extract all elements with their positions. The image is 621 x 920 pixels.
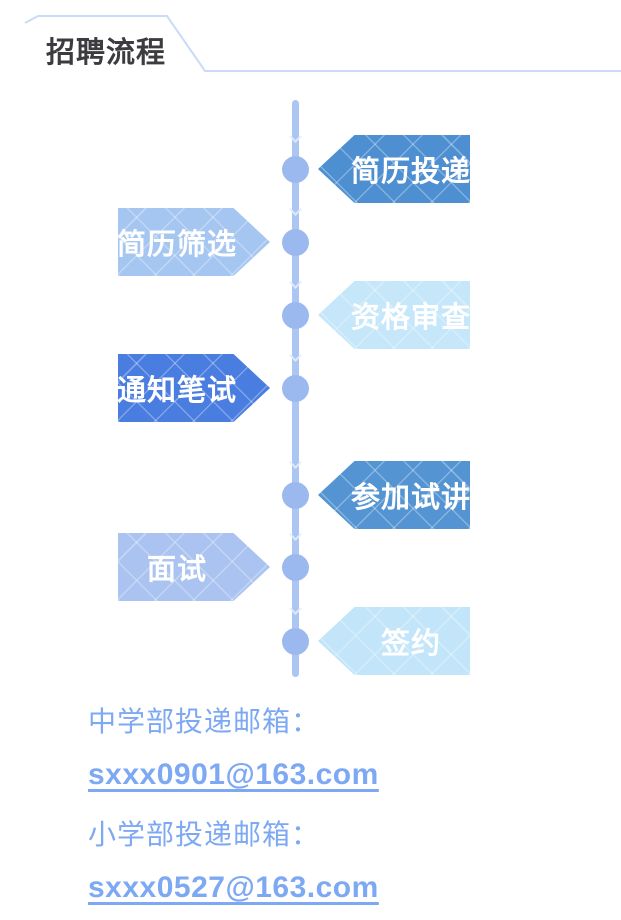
contact-middle-school: 中学部投递邮箱： sxxx0901@163.com bbox=[88, 700, 379, 792]
step-banner-signing: 签约 bbox=[318, 607, 470, 675]
timeline-node bbox=[282, 156, 309, 183]
timeline-node bbox=[282, 302, 309, 329]
contact-label: 小学部投递邮箱： bbox=[88, 819, 321, 850]
timeline-node bbox=[282, 628, 309, 655]
step-banner-resume-submission: 简历投递 bbox=[318, 135, 470, 203]
timeline-node bbox=[282, 482, 309, 509]
page-title: 招聘流程 bbox=[46, 37, 167, 69]
step-banner-resume-screening: 简历筛选 bbox=[118, 208, 270, 276]
contact-primary-school: 小学部投递邮箱： sxxx0527@163.com bbox=[88, 813, 379, 905]
step-banner-interview: 面试 bbox=[118, 533, 270, 601]
step-banner-qualification-review: 资格审查 bbox=[318, 281, 470, 349]
contact-label: 中学部投递邮箱： bbox=[88, 706, 321, 737]
timeline-node bbox=[282, 554, 309, 581]
step-banner-trial-lecture: 参加试讲 bbox=[318, 461, 470, 529]
email-link-middle-school[interactable]: sxxx0901@163.com bbox=[88, 758, 379, 791]
email-link-primary-school[interactable]: sxxx0527@163.com bbox=[88, 871, 379, 904]
timeline-node bbox=[282, 229, 309, 256]
header-rule-line bbox=[24, 15, 621, 72]
timeline-node bbox=[282, 375, 309, 402]
step-banner-written-test-notice: 通知笔试 bbox=[118, 354, 270, 422]
